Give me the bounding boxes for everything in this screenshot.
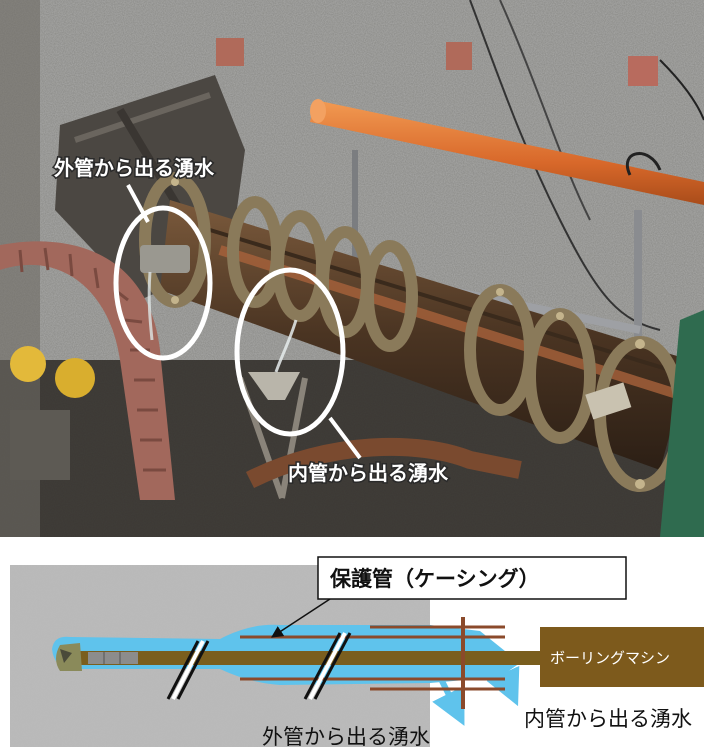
borehole-tube [160, 200, 690, 470]
borehole-photo: 外管から出る湧水 内管から出る湧水 [0, 0, 704, 537]
hose [0, 241, 175, 500]
valve [140, 245, 190, 273]
orange-pipe [310, 100, 704, 205]
casing-label: 保護管（ケーシング） [329, 567, 540, 591]
outer-water-diagram-label: 外管から出る湧水 [262, 725, 430, 747]
outer-water-highlight [113, 205, 213, 361]
boring-machine-label: ボーリングマシン [550, 649, 670, 667]
borehole-diagram: 保護管（ケーシング） ボーリングマシン 外管から出る湧水 内管から出る湧水 [10, 556, 704, 747]
anchor-plate [216, 38, 244, 66]
inner-water-highlight [234, 267, 346, 437]
break-marks [166, 632, 352, 700]
anchor-plate [446, 42, 472, 70]
drill-bit [56, 643, 82, 671]
inner-water-label: 内管から出る湧水 [288, 461, 449, 485]
outer-water-label: 外管から出る湧水 [54, 156, 215, 180]
boring-machine [540, 627, 704, 687]
funnel [248, 372, 300, 400]
inner-water-diagram-label: 内管から出る湧水 [524, 707, 692, 731]
casing-label-box [317, 556, 627, 600]
drill-rod [75, 651, 545, 665]
anchor-plate [628, 56, 658, 86]
